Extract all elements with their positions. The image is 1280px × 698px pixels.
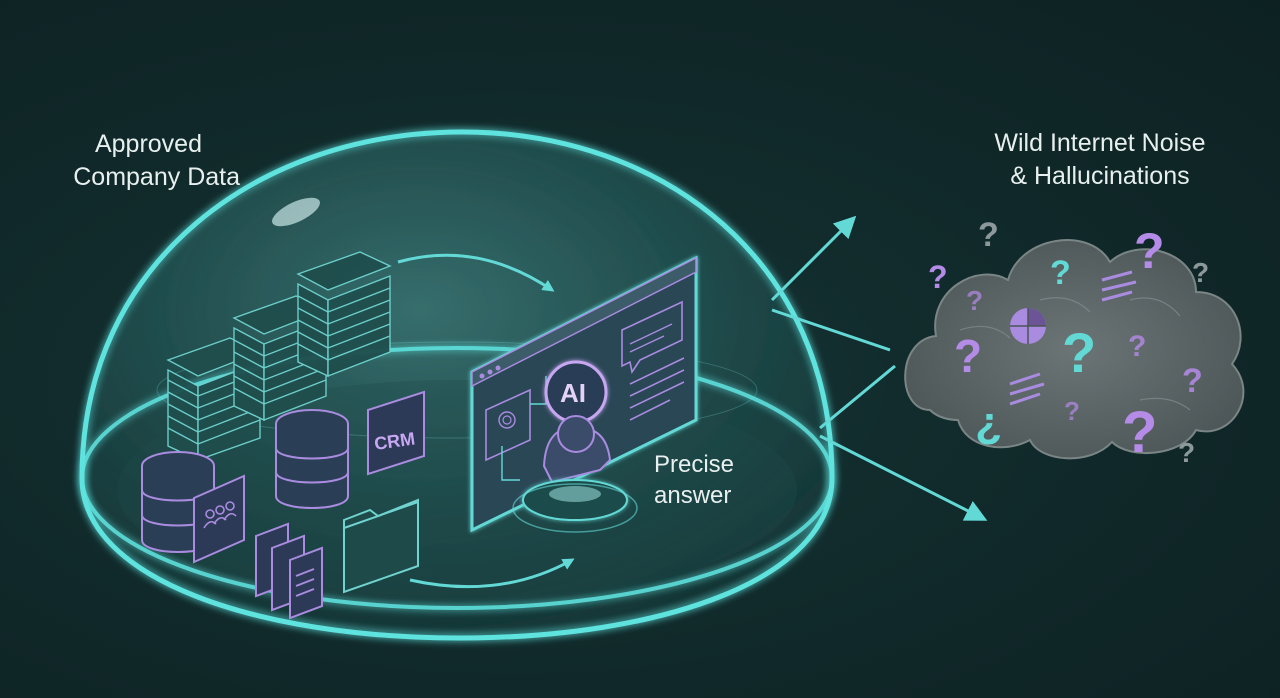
- dome-body: [79, 129, 835, 641]
- users-icon: [193, 474, 245, 564]
- question-mark-icon: ?: [954, 330, 982, 382]
- approved-data-label: Approved Company Data: [40, 128, 240, 194]
- question-marks: ? ? ? ? ? ? ? ? ? ? ? ? ? ?: [928, 216, 1209, 468]
- noise-cloud: [904, 239, 1245, 460]
- question-mark-icon: ?: [966, 285, 983, 316]
- database-icon-2: [275, 409, 349, 509]
- approved-label-line1: Approved: [94, 130, 202, 158]
- flow-arrow-bottom: [409, 558, 575, 589]
- arrow-to-cloud-2: [819, 364, 896, 430]
- arrow-to-bottom-right: [819, 434, 988, 521]
- ai-monitor: AI: [470, 255, 698, 533]
- dome-highlight: [272, 197, 320, 227]
- question-mark-icon: ?: [975, 404, 1002, 453]
- ai-label: AI: [560, 378, 586, 408]
- question-mark-icon: ?: [1128, 330, 1146, 363]
- document-stack-3: [296, 251, 392, 378]
- precise-label-line1: Precise: [654, 451, 735, 478]
- question-mark-icon: ?: [1192, 257, 1209, 288]
- precise-answer-label: Precise answer: [654, 449, 734, 511]
- flow-arrow-top: [397, 253, 555, 292]
- folder-icon: [343, 498, 419, 594]
- question-mark-icon: ?: [1182, 362, 1203, 400]
- question-mark-icon: ?: [928, 259, 948, 295]
- precise-label-line2: answer: [654, 482, 732, 509]
- question-mark-icon: ?: [1050, 254, 1071, 292]
- list-icon: [1101, 270, 1137, 302]
- arrow-to-top-right: [770, 215, 857, 302]
- question-mark-icon: ?: [1064, 396, 1080, 426]
- question-mark-icon: ?: [978, 216, 999, 254]
- question-mark-icon: ?: [1062, 321, 1096, 384]
- wild-label-line1: Wild Internet Noise: [994, 129, 1206, 157]
- document-icons: [255, 522, 323, 620]
- document-stacks: [166, 251, 392, 462]
- list-icon-2: [1009, 372, 1045, 406]
- internet-noise-label: Wild Internet Noise & Hallucinations: [950, 127, 1250, 193]
- dome-base-ring: [80, 346, 834, 610]
- pie-chart-icon: [1010, 308, 1046, 344]
- approved-label-line2: Company Data: [73, 163, 240, 191]
- arrow-to-cloud-1: [771, 308, 891, 352]
- wild-label-line2: & Hallucinations: [1010, 162, 1190, 190]
- crm-icon: CRM: [367, 390, 425, 476]
- question-mark-icon: ?: [1134, 223, 1165, 279]
- question-mark-icon: ?: [1178, 437, 1195, 468]
- question-mark-icon: ?: [1122, 400, 1157, 465]
- dome-line: [156, 341, 758, 439]
